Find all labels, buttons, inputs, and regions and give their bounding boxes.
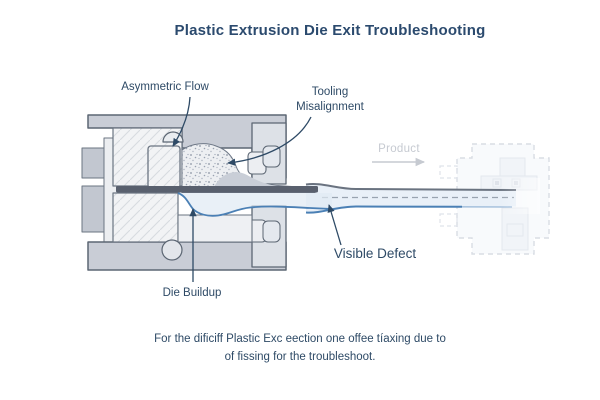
- label-visible-defect: Visible Defect: [333, 246, 417, 261]
- face-plate-nub: [262, 145, 281, 168]
- leader-visible-defect: [327, 204, 342, 246]
- ghost-tab: [439, 165, 458, 179]
- die-land-hump: [214, 172, 285, 187]
- locator-ball: [161, 239, 183, 261]
- defect-flow: [177, 192, 333, 217]
- caption-line1: For the dificiff Plastic Exc eection one…: [154, 333, 446, 345]
- product-band: [305, 178, 540, 214]
- caption-line2: of fissing for the troubleshoot.: [224, 351, 376, 363]
- channel-floor: [177, 214, 253, 243]
- label-product: Product: [378, 143, 420, 155]
- die-face-plate: [247, 122, 287, 268]
- annotation-leaders: [172, 96, 426, 282]
- label-tooling-misalignment: Tooling Misalignment: [285, 85, 375, 115]
- mandrel-bar: [116, 186, 318, 193]
- product-top-edge: [305, 182, 517, 191]
- defect-flow-line: [177, 192, 333, 217]
- label-tooling-line2: Misalignment: [296, 101, 364, 113]
- label-asymmetric-flow: Asymmetric Flow: [121, 81, 209, 93]
- label-die-buildup: Die Buildup: [162, 287, 222, 299]
- caption: For the dificiff Plastic Exc eection one…: [0, 330, 600, 366]
- page-title: Plastic Extrusion Die Exit Troubleshooti…: [174, 22, 486, 39]
- leader-tooling-misalignment: [227, 116, 312, 166]
- leader-asymmetric-flow: [172, 96, 191, 147]
- inner-body-lower: [112, 192, 179, 243]
- die-cross-section: [81, 114, 287, 271]
- face-plate-nub: [262, 220, 281, 243]
- tooling-block: [147, 145, 181, 189]
- ghost-tab: [439, 213, 458, 227]
- label-tooling-line1: Tooling: [311, 86, 349, 98]
